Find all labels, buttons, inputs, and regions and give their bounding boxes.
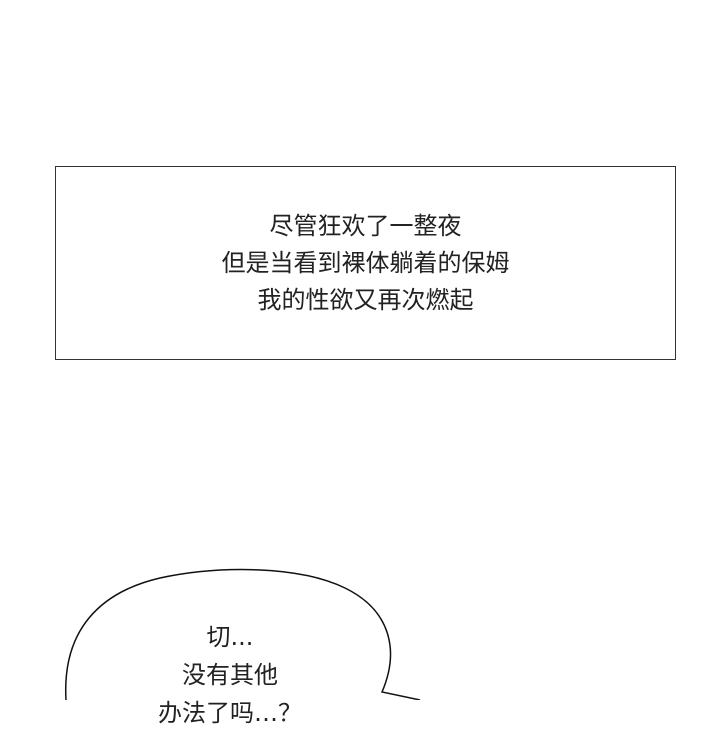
caption-line: 尽管狂欢了一整夜 xyxy=(269,211,462,240)
caption-line: 但是当看到裸体躺着的保姆 xyxy=(221,248,510,277)
narration-caption-box: 尽管狂欢了一整夜 但是当看到裸体躺着的保姆 我的性欲又再次燃起 xyxy=(55,166,676,360)
caption-line: 我的性欲又再次燃起 xyxy=(257,285,474,314)
bubble-line: 没有其他 xyxy=(182,661,278,689)
speech-bubble-text: 切... 没有其他 办法了吗…？ xyxy=(130,618,330,732)
speech-bubble xyxy=(65,568,421,700)
bubble-line: 切... xyxy=(206,623,254,651)
